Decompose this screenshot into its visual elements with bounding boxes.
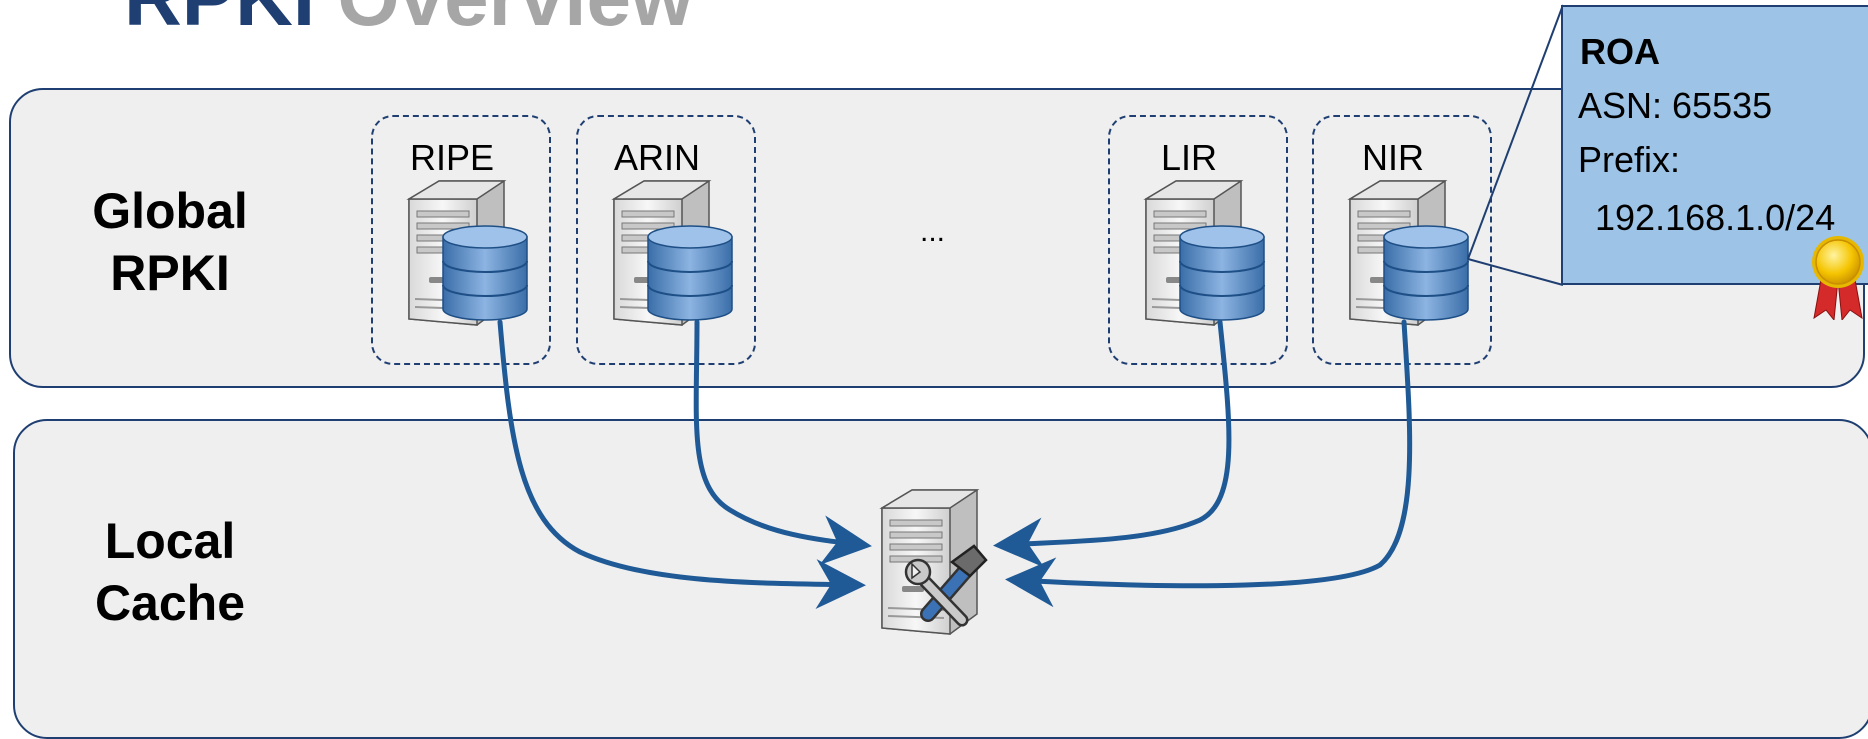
repository-label: ARIN — [613, 137, 700, 178]
repository-lir: LIR — [1108, 115, 1288, 365]
more-repositories-ellipsis: ... — [920, 215, 946, 248]
server-with-tools-icon — [881, 489, 988, 635]
roa-callout-line-bottom — [1467, 258, 1564, 286]
arrow-arin-to-cache — [693, 319, 872, 566]
arrow-nir-to-cache — [1005, 319, 1413, 608]
arrow-lir-to-cache — [993, 319, 1232, 568]
repository-ripe: RIPE — [371, 115, 551, 365]
local-cache-label-text: Local Cache — [94, 513, 246, 631]
page-title: RPKI Overview — [124, 0, 693, 38]
roa-callout-line-top — [1467, 4, 1564, 260]
repository-arin: ARIN — [576, 115, 756, 365]
connection-overlay — [497, 4, 1564, 610]
global-rpki-layer — [9, 88, 1865, 388]
local-cache-label: Local Cache — [50, 510, 290, 634]
repository-nir: NIR — [1312, 115, 1492, 365]
roa-certificate-box: ROA ASN: 65535 Prefix: 192.168.1.0/24 — [1561, 5, 1868, 285]
repository-label: LIR — [1160, 137, 1218, 178]
roa-prefix-value: 192.168.1.0/24 — [1595, 197, 1836, 238]
title-overview: Overview — [337, 0, 693, 42]
repository-label: RIPE — [409, 137, 495, 178]
award-seal-icon — [1812, 236, 1864, 320]
roa-asn: ASN: 65535 — [1578, 85, 1773, 126]
arrow-ripe-to-cache — [497, 319, 866, 610]
roa-title: ROA — [1580, 31, 1660, 72]
title-rpki: RPKI — [124, 0, 315, 42]
global-rpki-label-text: Global RPKI — [92, 183, 248, 301]
global-rpki-label: Global RPKI — [50, 180, 290, 304]
repository-label: NIR — [1362, 137, 1424, 178]
roa-prefix-label: Prefix: — [1578, 139, 1681, 180]
